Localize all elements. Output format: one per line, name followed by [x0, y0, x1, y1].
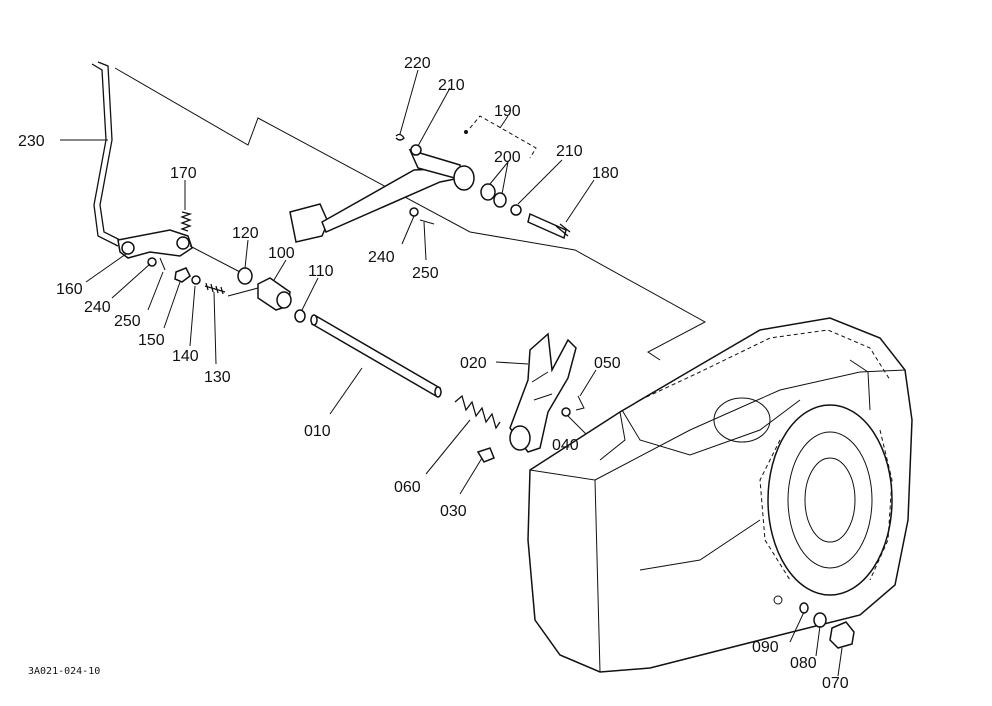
spring-060 [454, 394, 501, 430]
pedal-190 [289, 130, 475, 243]
washer-080 [813, 612, 827, 628]
bolt-130 [204, 282, 226, 295]
washer-140 [191, 275, 201, 285]
label-170: 170 [170, 165, 197, 182]
label-120: 120 [232, 225, 259, 242]
collar-120 [237, 267, 253, 285]
washer-210-right [510, 204, 522, 216]
bushing-200a [480, 183, 496, 201]
label-200: 200 [494, 149, 521, 166]
label-190: 190 [494, 103, 521, 120]
pin-050 [575, 395, 585, 411]
label-140: 140 [172, 348, 199, 365]
label-020: 020 [460, 355, 487, 372]
label-160: 160 [56, 281, 83, 298]
pin-250-left [159, 257, 166, 271]
label-240-right: 240 [368, 249, 395, 266]
label-030: 030 [440, 503, 467, 520]
label-230: 230 [18, 133, 45, 150]
label-250-left: 250 [114, 313, 141, 330]
bracket-190 [469, 115, 537, 159]
shaft-180 [527, 212, 567, 240]
snap-ring-220 [395, 133, 405, 141]
label-100: 100 [268, 245, 295, 262]
label-110: 110 [308, 263, 334, 280]
washer-040 [561, 407, 571, 417]
label-250-right: 250 [412, 265, 439, 282]
label-180: 180 [592, 165, 619, 182]
label-150: 150 [138, 332, 165, 349]
label-010: 010 [304, 423, 331, 440]
label-040: 040 [552, 437, 579, 454]
label-220: 220 [404, 55, 431, 72]
pedal-rod [91, 61, 121, 247]
label-070: 070 [822, 675, 849, 692]
nut-150 [174, 267, 191, 283]
lever-arm [117, 229, 193, 259]
drawing-code: 3A021-024-10 [28, 666, 100, 677]
bushing-200b [493, 192, 507, 208]
transmission-housing [527, 317, 913, 673]
leader-lines [60, 69, 843, 677]
label-210-right: 210 [556, 143, 583, 160]
reference-line-top [114, 67, 707, 361]
label-080: 080 [790, 655, 817, 672]
label-130: 130 [204, 369, 231, 386]
spring-170 [180, 211, 193, 232]
washer-240-right [409, 207, 419, 217]
label-060: 060 [394, 479, 421, 496]
label-090: 090 [752, 639, 779, 656]
shaft-010 [310, 314, 442, 398]
drain-plug-070 [829, 621, 855, 649]
pin-250-right [419, 219, 435, 225]
washer-210-top [410, 144, 422, 156]
label-050: 050 [594, 355, 621, 372]
fork-020 [509, 332, 577, 453]
oring-090 [799, 602, 809, 614]
label-210-top: 210 [438, 77, 465, 94]
label-240-left: 240 [84, 299, 111, 316]
oring-110 [294, 309, 306, 323]
